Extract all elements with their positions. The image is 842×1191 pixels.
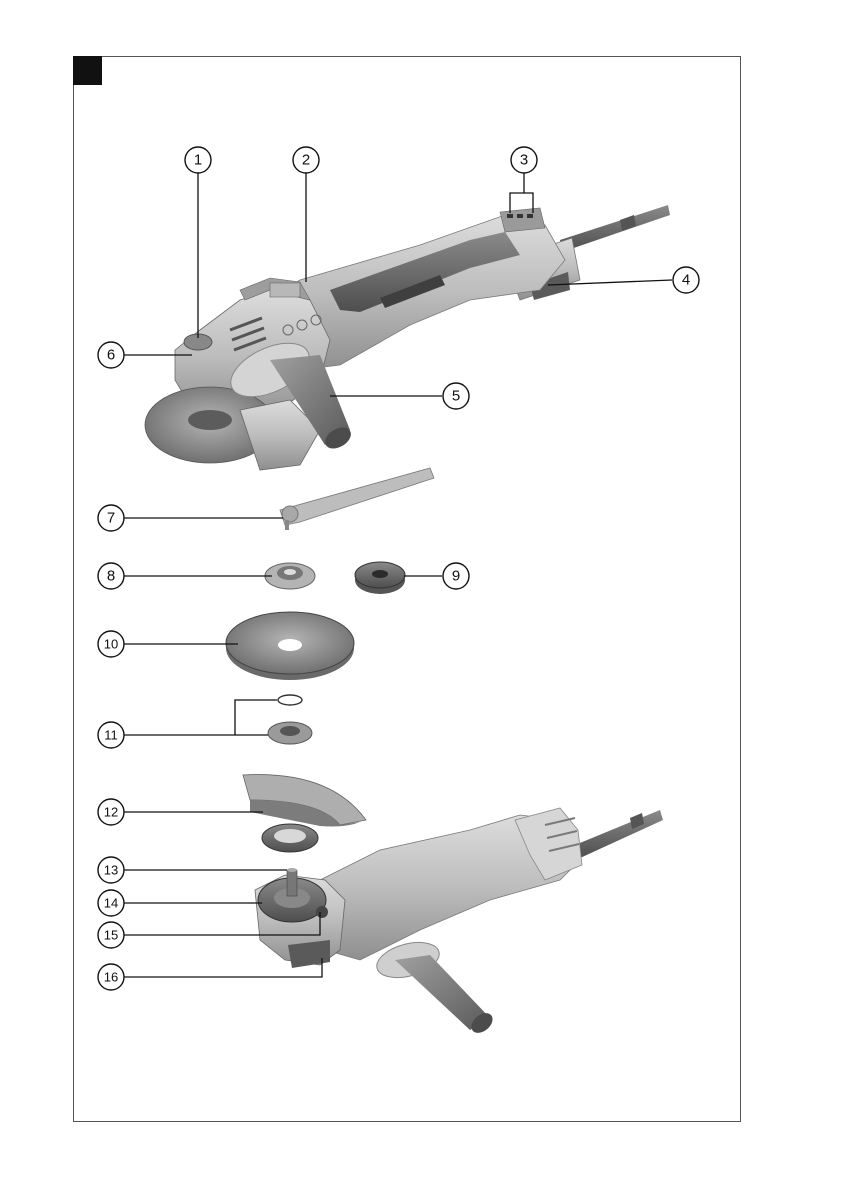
callout-1: 1 (185, 147, 211, 173)
callout-7: 7 (98, 505, 124, 531)
callout-12-label: 12 (104, 805, 118, 820)
callout-8-label: 8 (107, 568, 115, 585)
callout-16-label: 16 (104, 970, 118, 985)
support-flange (265, 563, 315, 589)
callout-13-label: 13 (104, 863, 118, 878)
clamping-nut (355, 562, 405, 594)
callout-5-label: 5 (452, 388, 460, 405)
callout-4-label: 4 (682, 272, 690, 289)
callout-5: 5 (443, 383, 469, 409)
callout-11-label: 11 (104, 728, 118, 743)
callout-11: 11 (98, 722, 124, 748)
callout-13: 13 (98, 857, 124, 883)
callout-15-label: 15 (104, 928, 118, 943)
callout-14: 14 (98, 890, 124, 916)
callout-2: 2 (293, 147, 319, 173)
callout-6: 6 (98, 342, 124, 368)
callout-14-label: 14 (104, 896, 118, 911)
callout-3: 3 (511, 147, 537, 173)
callout-16: 16 (98, 964, 124, 990)
callout-7-label: 7 (107, 510, 115, 527)
callout-9: 9 (443, 563, 469, 589)
callout-2-label: 2 (302, 152, 310, 169)
callout-10: 10 (98, 631, 124, 657)
callout-4: 4 (673, 267, 699, 293)
callout-3-label: 3 (520, 152, 528, 169)
flange-and-o-ring (268, 695, 312, 744)
angle-grinder-assembled (145, 205, 670, 470)
callout-10-label: 10 (104, 637, 118, 652)
grinding-disc (226, 612, 354, 680)
callout-6-label: 6 (107, 347, 115, 364)
callout-15: 15 (98, 922, 124, 948)
callout-1-label: 1 (194, 152, 202, 169)
callout-9-label: 9 (452, 568, 460, 585)
spanner-wrench (280, 468, 434, 530)
callout-8: 8 (98, 563, 124, 589)
protective-guard (243, 775, 366, 852)
callout-12: 12 (98, 799, 124, 825)
